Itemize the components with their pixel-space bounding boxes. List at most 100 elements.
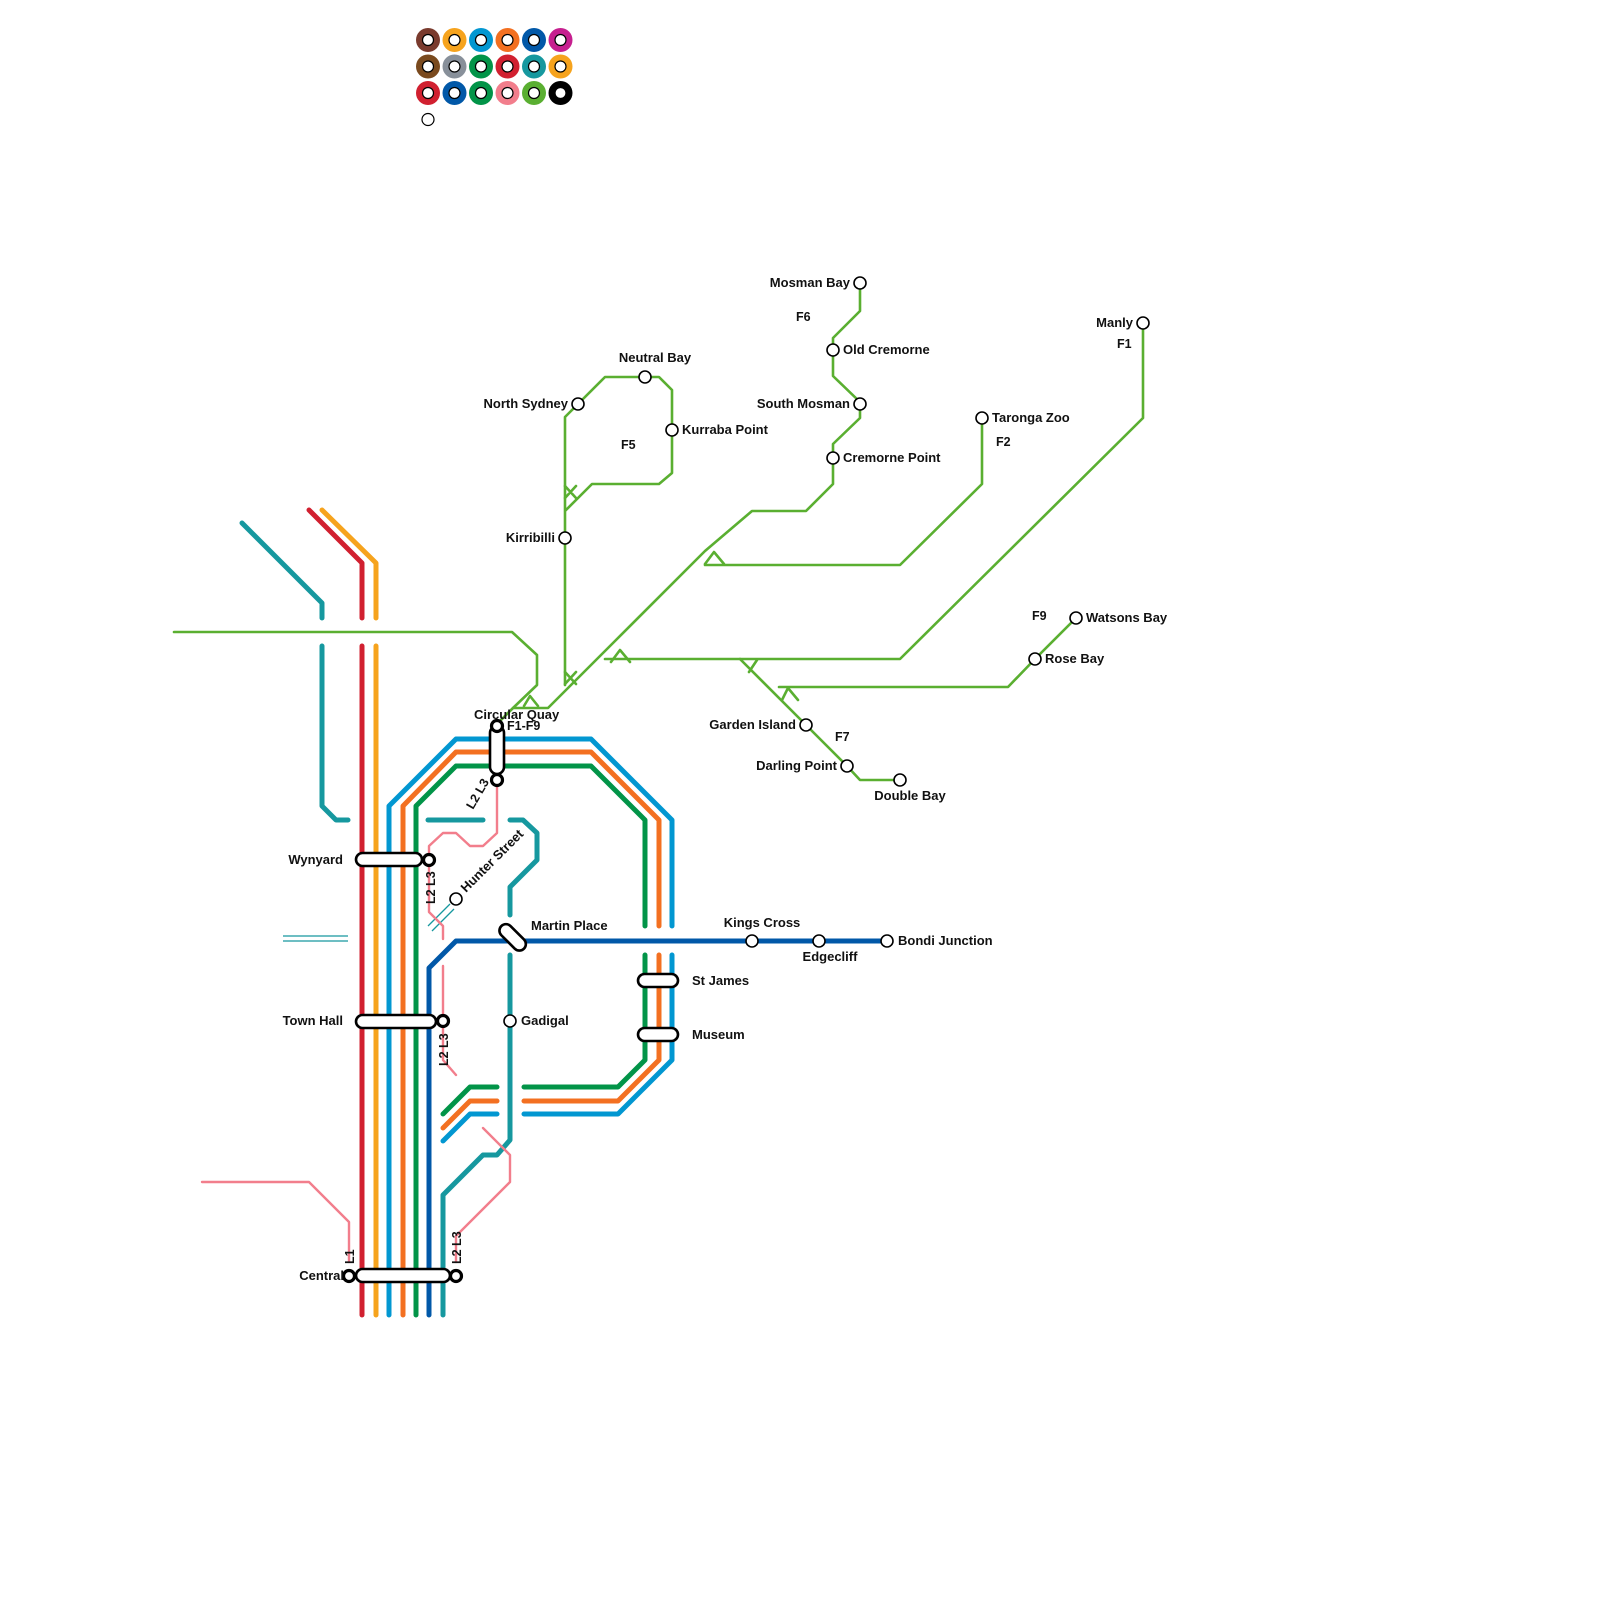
- wynyard-light-rail-stop: [421, 852, 437, 868]
- light-rail-l1: [200, 1180, 351, 1264]
- label-mosman-bay: Mosman Bay: [770, 275, 851, 290]
- ferry-route-f1: [603, 321, 1145, 661]
- legend-swatch-dot: [527, 60, 541, 73]
- line-t4: [426, 938, 890, 1318]
- route-label-f7: F7: [835, 730, 850, 744]
- line-t9: [306, 507, 365, 621]
- double-bay-wharf: [893, 773, 907, 787]
- junction-mark: [522, 484, 800, 708]
- label-st-james: St James: [692, 973, 749, 988]
- legend-swatch-dot: [554, 86, 567, 100]
- rose-bay-wharf: [1028, 652, 1042, 666]
- legend-swatch-dot: [527, 33, 541, 47]
- metro-segment-barangaroo: [507, 817, 540, 918]
- label-rose-bay: Rose Bay: [1045, 651, 1105, 666]
- garden-island-wharf: [799, 718, 813, 732]
- label-darling-point: Darling Point: [756, 758, 838, 773]
- taronga-zoo-wharf: [975, 411, 989, 425]
- circular-quay-light-rail-stop: [489, 772, 505, 788]
- circular-quay-ferry-stop: [489, 718, 505, 734]
- legend-swatch-dot: [554, 60, 567, 73]
- mosman-bay-wharf: [853, 276, 867, 290]
- label-kirribilli: Kirribilli: [506, 530, 555, 545]
- legend-swatch-dot: [421, 60, 435, 73]
- label-north-sydney: North Sydney: [483, 396, 568, 411]
- metro-connector: [283, 903, 455, 942]
- town-hall-platform: [354, 1013, 438, 1030]
- manly-wharf: [1136, 316, 1150, 330]
- light-rail: [200, 778, 512, 1264]
- line-t3-east: [521, 952, 662, 1104]
- label-taronga-zoo: Taronga Zoo: [992, 410, 1070, 425]
- light-rail-l2-l3-south: [441, 964, 458, 1077]
- legend-swatch-dot: [474, 33, 488, 47]
- label-neutral-bay: Neutral Bay: [619, 350, 692, 365]
- label-gadigal: Gadigal: [521, 1013, 569, 1028]
- legend-swatch-dot: [474, 60, 488, 73]
- station-labels: Circular Quay Wynyard Town Hall Central …: [283, 275, 1168, 1283]
- label-central: Central: [299, 1268, 344, 1283]
- line-t2-east: [521, 952, 675, 1117]
- ferry-route-f2: [703, 416, 984, 567]
- legend-swatch-plain: [421, 112, 435, 127]
- wynyard-platform: [354, 851, 424, 868]
- label-kurraba-point: Kurraba Point: [682, 422, 769, 437]
- legend-swatch-dot: [421, 33, 435, 47]
- hunter-street-stop: [449, 892, 463, 906]
- legend-swatch-dot: [448, 60, 461, 73]
- route-label-l2-l3-circular-quay: L2 L3: [463, 776, 491, 811]
- ferry-route-f6: [831, 281, 862, 460]
- route-label-l2-l3-wynyard: L2 L3: [424, 871, 438, 904]
- ferry-line-west: [172, 630, 539, 725]
- museum-platform: [636, 1026, 680, 1043]
- bondi-junction-stop: [880, 934, 894, 948]
- circular-quay-platform: [488, 724, 506, 776]
- label-museum: Museum: [692, 1027, 745, 1042]
- line-t8: [413, 763, 648, 1318]
- route-label-f1-f9: F1-F9: [507, 719, 540, 733]
- neutral-bay-wharf: [638, 370, 652, 384]
- st-james-platform: [636, 972, 680, 989]
- route-label-f2: F2: [996, 435, 1011, 449]
- kurraba-point-wharf: [665, 423, 679, 437]
- central-l1-stop: [341, 1268, 357, 1284]
- martin-place-platform: [498, 922, 528, 952]
- line-t3: [400, 749, 662, 1318]
- line-t2-south: [440, 1111, 500, 1144]
- south-mosman-wharf: [853, 397, 867, 411]
- line-t3-south: [440, 1098, 500, 1131]
- ferry-trunk: [511, 456, 835, 710]
- label-south-mosman: South Mosman: [757, 396, 850, 411]
- light-rail-l2-l3: [427, 778, 499, 941]
- label-old-cremorne: Old Cremorne: [843, 342, 930, 357]
- label-watsons-bay: Watsons Bay: [1086, 610, 1168, 625]
- legend-swatch-dot: [554, 33, 567, 47]
- route-label-f9: F9: [1032, 609, 1047, 623]
- line-t2: [386, 736, 675, 1318]
- legend-swatch-dot: [501, 60, 514, 73]
- sydney-trains: [306, 507, 890, 1318]
- route-label-f6: F6: [796, 310, 811, 324]
- legend-swatch-dot: [448, 33, 461, 47]
- watsons-bay-wharf: [1069, 611, 1083, 625]
- label-martin-place: Martin Place: [531, 918, 608, 933]
- kirribilli-wharf: [558, 531, 572, 545]
- legend-swatch-dot: [527, 86, 541, 100]
- legend-swatch-dot: [448, 86, 461, 100]
- metro-segment-north-shore: [319, 643, 351, 823]
- label-double-bay: Double Bay: [874, 788, 946, 803]
- line-t1: [319, 507, 379, 621]
- legend-swatch-dot: [501, 33, 514, 47]
- light-rail-l2-l3-central: [454, 1126, 512, 1264]
- metro-m1: [239, 520, 540, 1318]
- label-cremorne-point: Cremorne Point: [843, 450, 941, 465]
- line-t8-south: [440, 1084, 500, 1117]
- darling-point-wharf: [840, 759, 854, 773]
- central-l2-l3-stop: [448, 1268, 464, 1284]
- route-label-f1: F1: [1117, 337, 1132, 351]
- label-kings-cross: Kings Cross: [724, 915, 801, 930]
- gadigal-stop: [503, 1014, 517, 1028]
- route-label-l2-l3-town-hall: L2 L3: [437, 1033, 451, 1066]
- legend-swatch-dot: [421, 86, 435, 100]
